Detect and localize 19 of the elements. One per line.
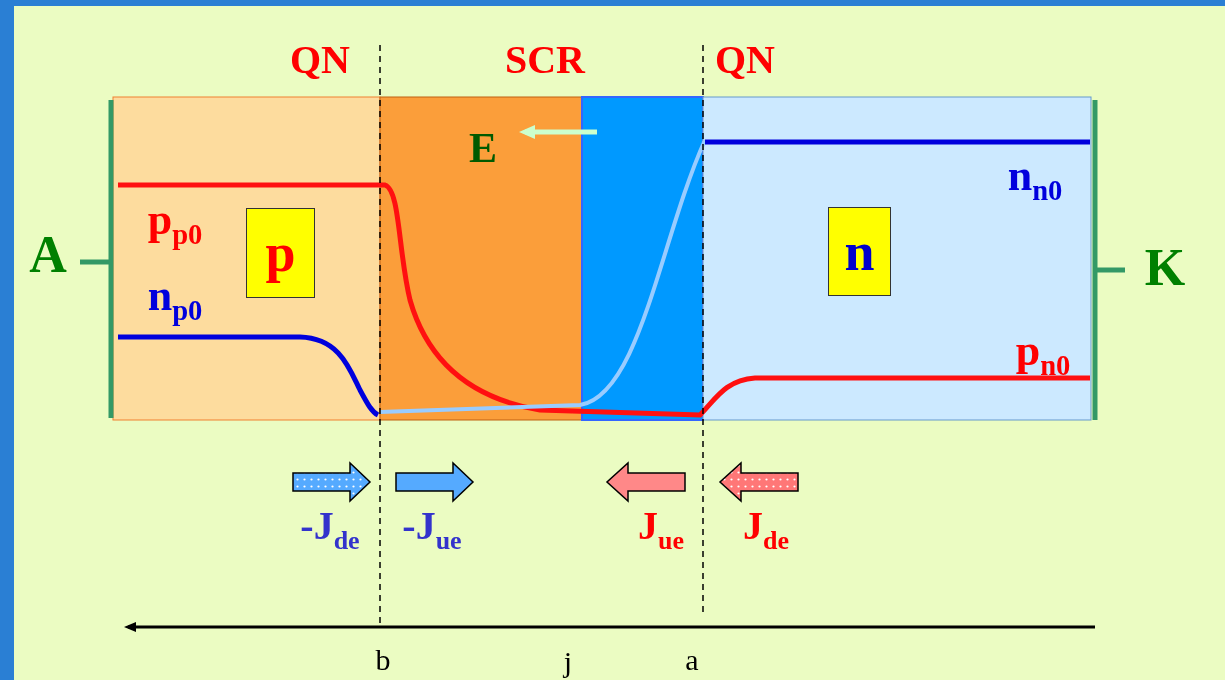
- region-name: QN: [290, 40, 350, 80]
- current-label: -J$_{ue}$: [402, 506, 462, 554]
- region-name: QN: [715, 40, 775, 80]
- terminal-label: A: [29, 229, 67, 281]
- position-label: j: [563, 647, 573, 677]
- carrier-density-label: n$_{p0}$: [147, 274, 203, 326]
- carrier-density-label: n$_{n0}$: [1007, 154, 1063, 206]
- carrier-density-label: p$_{p0}$: [147, 198, 203, 250]
- field-symbol: E: [469, 127, 497, 169]
- position-label: a: [685, 645, 699, 675]
- position-label: b: [375, 645, 391, 675]
- current-label: J$_{de}$: [743, 506, 789, 554]
- region-label-box: p: [246, 208, 315, 298]
- region-label-box: n: [828, 207, 891, 296]
- terminal-label: K: [1144, 242, 1186, 294]
- region-name: SCR: [505, 40, 585, 80]
- carrier-density-label: p$_{n0}$: [1015, 329, 1071, 381]
- current-label: J$_{ue}$: [638, 506, 684, 554]
- current-label: -J$_{de}$: [300, 506, 360, 554]
